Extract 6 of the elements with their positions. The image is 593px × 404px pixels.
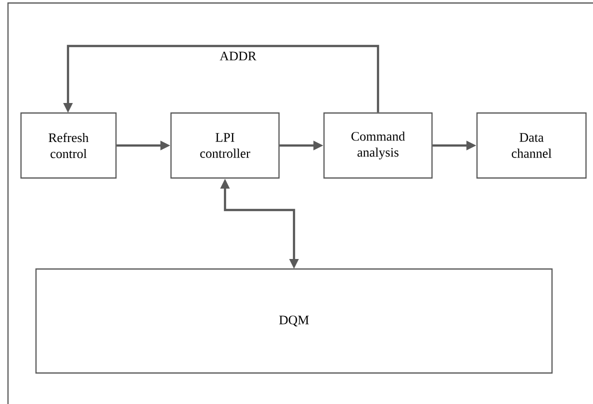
block-box: DQM bbox=[35, 268, 553, 374]
edge-label: ADDR bbox=[218, 50, 258, 62]
block-box: Refresh control bbox=[20, 112, 117, 179]
block-box: Command analysis bbox=[323, 112, 433, 179]
block-box: LPI controller bbox=[170, 112, 280, 179]
block-box: Data channel bbox=[476, 112, 587, 179]
